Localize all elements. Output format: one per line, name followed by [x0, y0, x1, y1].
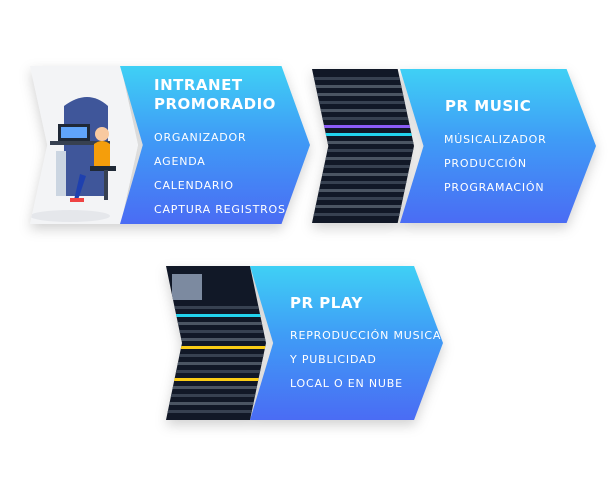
list-item: AGENDA: [154, 155, 206, 168]
card-label-panel: PR PLAY REPRODUCCIÓN MUSICAL Y PUBLICIDA…: [250, 266, 443, 420]
card-title: PR MUSIC: [445, 97, 532, 115]
list-item: LOCAL O EN NUBE: [290, 377, 403, 390]
card-pr-play: PR PLAY REPRODUCCIÓN MUSICAL Y PUBLICIDA…: [166, 266, 443, 420]
list-item: PROGRAMACIÓN: [444, 181, 545, 194]
card-label-panel: PR MUSIC MÚSICALIZADOR PRODUCCIÓN PROGRA…: [400, 69, 596, 223]
list-item: REPRODUCCIÓN MUSICAL: [290, 329, 449, 342]
illustration-image: [30, 66, 138, 224]
software-screenshot-image: [312, 69, 414, 223]
list-item: CALENDARIO: [154, 179, 234, 192]
card-label-panel: INTRANET PROMORADIO ORGANIZADOR AGENDA C…: [120, 66, 310, 224]
list-item: ORGANIZADOR: [154, 131, 247, 144]
card-intranet-promoradio: INTRANET PROMORADIO ORGANIZADOR AGENDA C…: [30, 66, 310, 224]
card-title: PR PLAY: [290, 294, 363, 312]
list-item: CAPTURA REGISTROS: [154, 203, 286, 216]
card-pr-music: PR MUSIC MÚSICALIZADOR PRODUCCIÓN PROGRA…: [312, 69, 596, 223]
software-screenshot-image: [166, 266, 266, 420]
person-at-desk-icon: [30, 66, 138, 224]
list-item: Y PUBLICIDAD: [290, 353, 377, 366]
list-item: PRODUCCIÓN: [444, 157, 527, 170]
card-title: INTRANET PROMORADIO: [154, 76, 276, 113]
list-item: MÚSICALIZADOR: [444, 133, 547, 146]
